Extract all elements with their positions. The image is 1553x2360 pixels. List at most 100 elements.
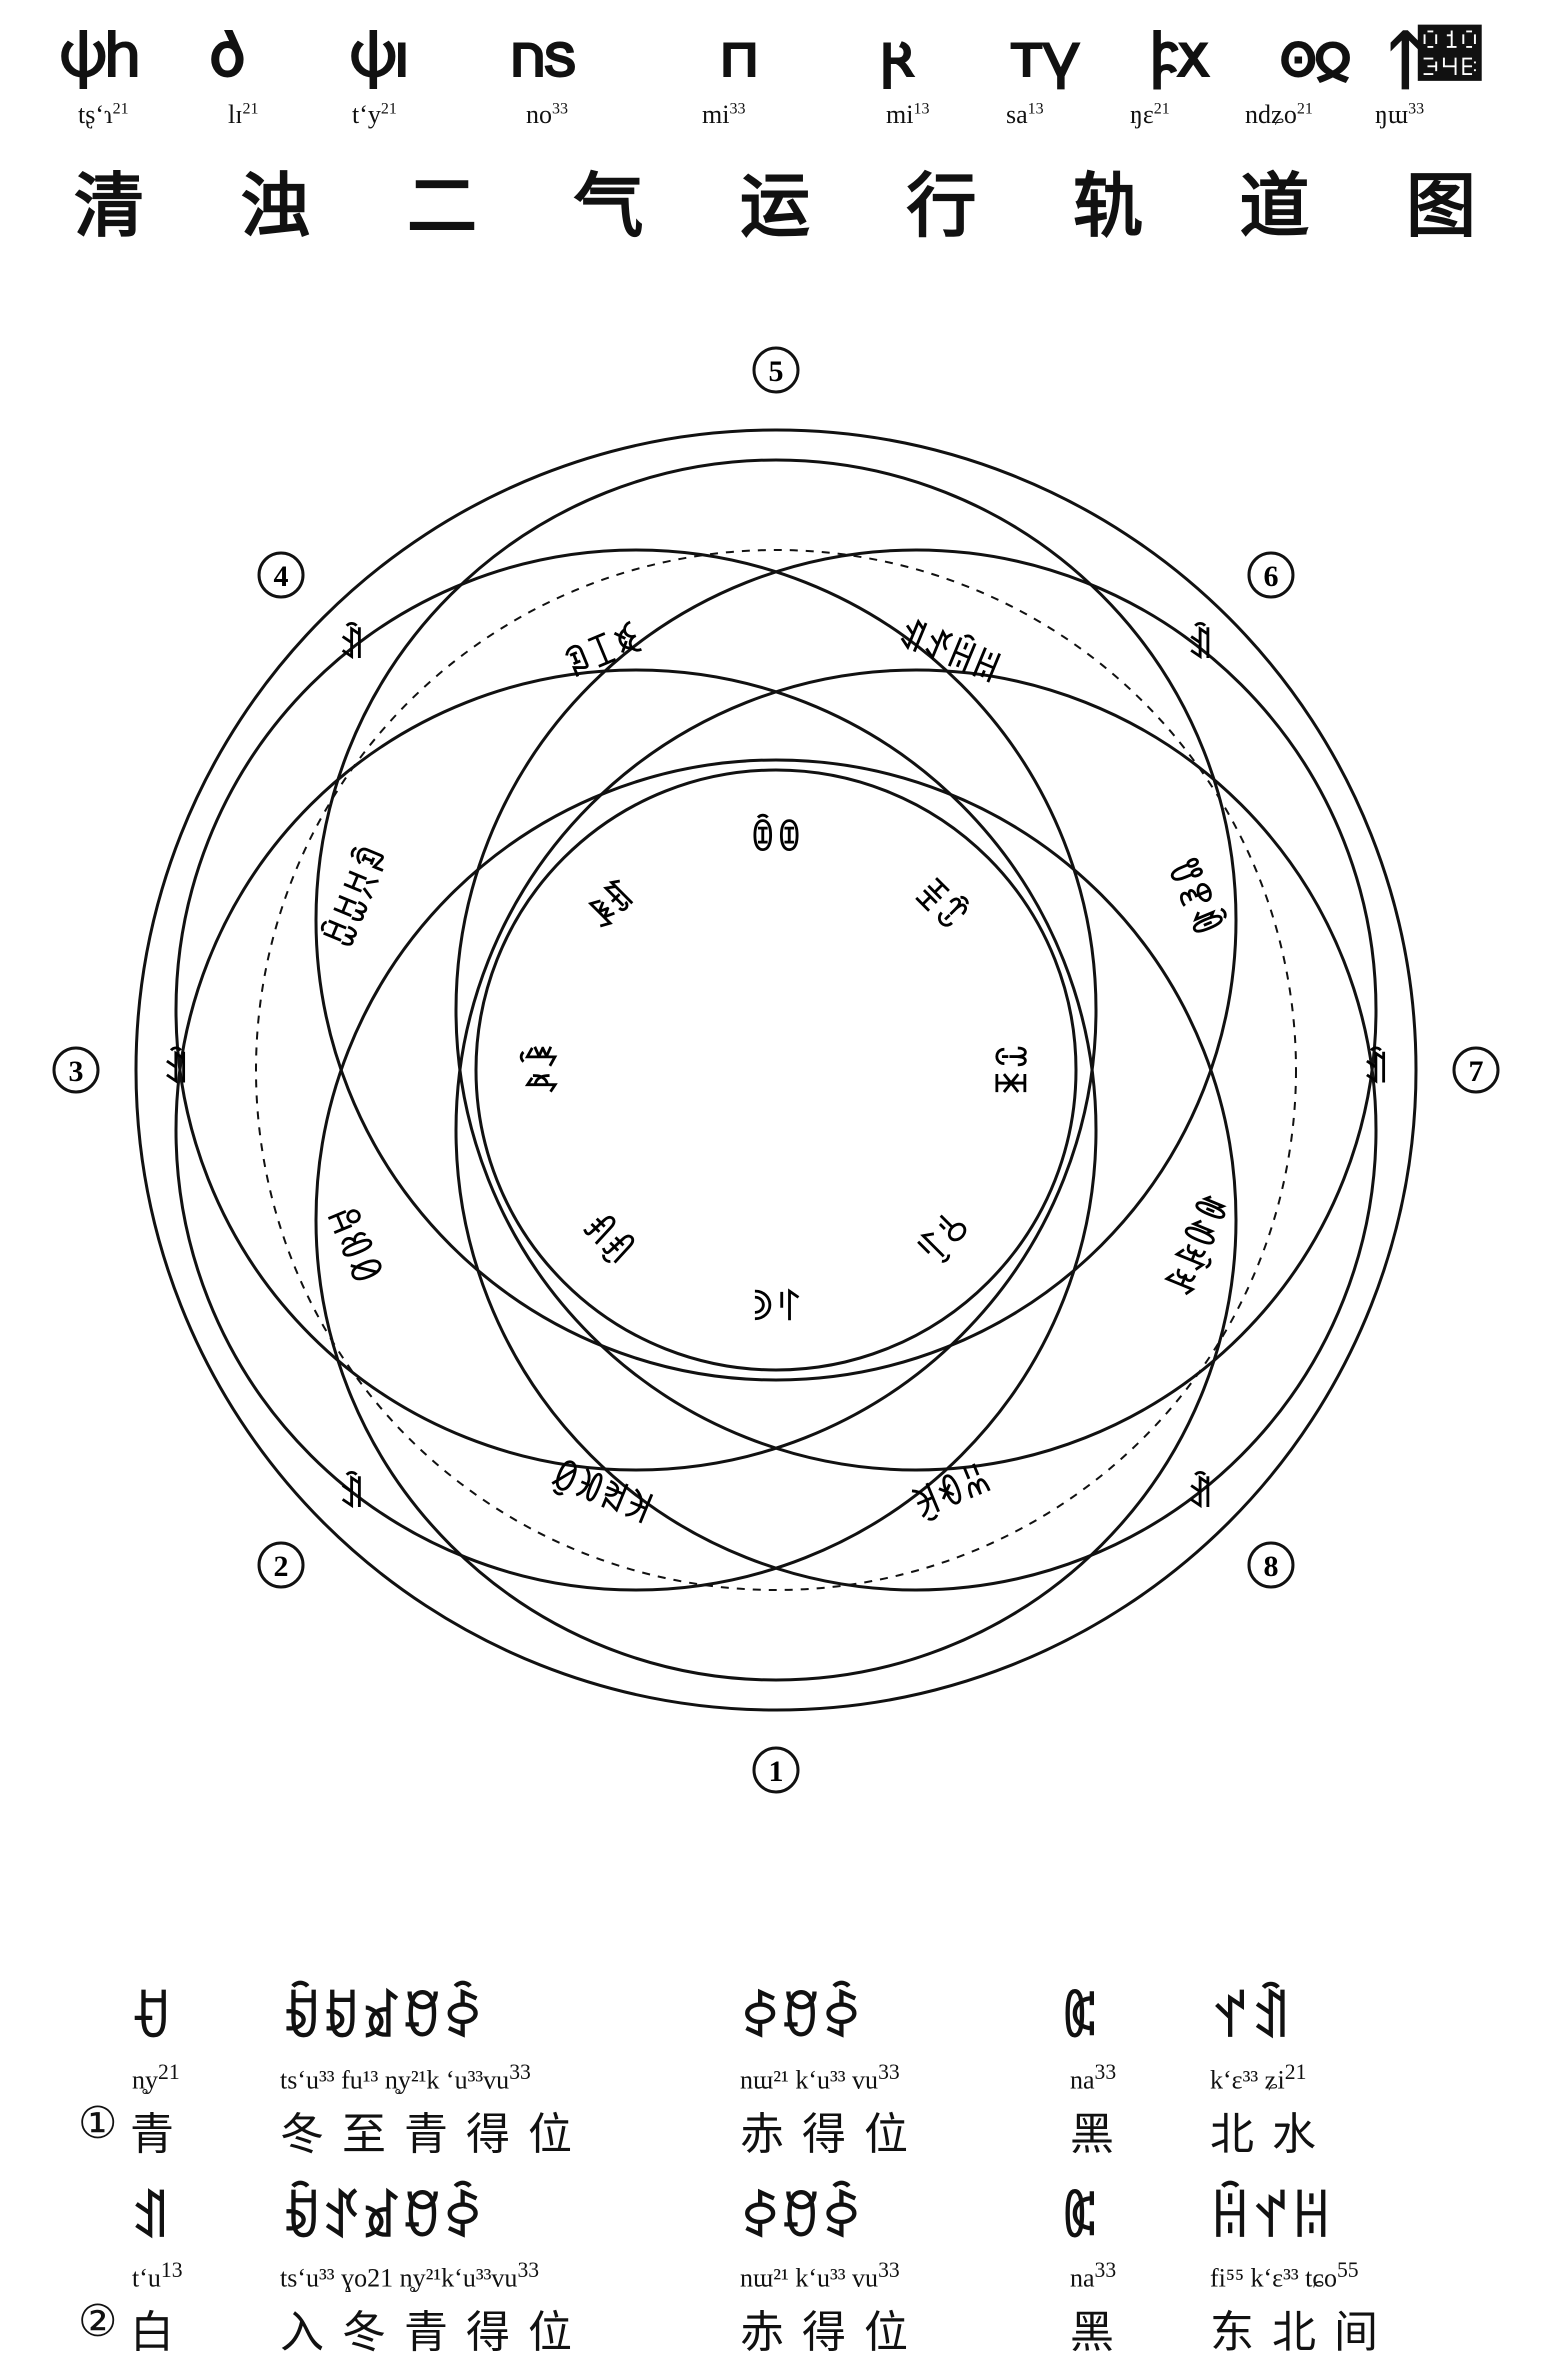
phonetic: ŋɛ21 [1130, 100, 1170, 129]
legend-romanization: tsʻu³³ fu¹³ n̥y²¹k ʻu³³vu33 [280, 2060, 531, 2095]
yi-title-row: 𐌸𐌷 𐌳 𐌸𐌹 𐌿𐍃 𐍀 𐍂 𐍄𐍅 𐍆𐍇 𐍈𐍉 𐍊𐍋 [60, 18, 1500, 108]
title-char: 轨 [1073, 165, 1143, 247]
node-number: 2 [274, 1550, 289, 1583]
orbit-circle [174, 668, 1098, 1592]
legend-chinese: 青 [130, 2109, 192, 2160]
outer-mark: ꀉ [338, 622, 365, 667]
yi-glyph: 𐍊𐍋 [1390, 18, 1481, 91]
title-char: 清 [74, 165, 144, 247]
phonetic: ndʑo21 [1245, 100, 1313, 129]
legend-chinese: 白 [130, 2307, 192, 2358]
legend-yi: ꀁꀋꀃꀄꀅ [280, 2189, 484, 2249]
legend-chinese: 东北间 [1210, 2307, 1396, 2358]
title-char: 道 [1239, 165, 1310, 247]
legend-romanization: nɯ²¹ kʻu³³ vu33 [740, 2258, 900, 2293]
yi-glyph: 𐍆𐍇 [1150, 18, 1210, 91]
node-marker-7: 7 [1452, 1046, 1500, 1094]
yi-glyph: 𐍄𐍅 [1010, 18, 1081, 91]
ring-label: ꀑꀒꀓꀔ [1154, 1186, 1237, 1302]
node-marker-1: 1 [752, 1746, 800, 1794]
dashed-circle [255, 549, 1297, 1591]
legend-chinese: 入冬青得位 [280, 2307, 590, 2358]
outer-mark: ꀉ [338, 1470, 365, 1515]
ring-label: ꀣꀤꀥ [559, 619, 648, 687]
orbit-circle [454, 548, 1378, 1472]
ring-label: ꀟꀠꀡꀢ [315, 838, 398, 954]
title-char: 行 [906, 165, 977, 247]
legend-chinese: 黑 [1070, 2307, 1132, 2358]
legend-number: ② [78, 2296, 118, 2347]
outer-mark: ꀉ [163, 1046, 190, 1091]
ring-label: ꀎꀏꀐ [1159, 851, 1232, 942]
phonetic: no33 [526, 100, 568, 129]
yi-glyph: 𐌸𐌷 [60, 18, 141, 91]
phonetic: sa13 [1006, 100, 1044, 129]
yi-glyph: 𐍀 [720, 18, 759, 91]
node-marker-3: 3 [52, 1046, 100, 1094]
legend-romanization: na33 [1070, 2060, 1117, 2095]
outer-circle [134, 428, 1418, 1712]
legend-romanization: fi⁵⁵ kʻɛ³³ tɕo55 [1210, 2258, 1359, 2293]
title-char: 图 [1406, 165, 1476, 247]
legend-chinese: 赤得位 [740, 2307, 926, 2358]
node-marker-4: 4 [257, 551, 305, 599]
phonetic: tʻy21 [352, 100, 397, 129]
legend-chinese: 赤得位 [740, 2109, 926, 2160]
inner-circle [474, 768, 1078, 1372]
node-number: 5 [769, 355, 784, 388]
orbit-circle [174, 548, 1098, 1472]
node-marker-2: 2 [257, 1541, 305, 1589]
legend-yi: ꀈꀉ [1210, 1989, 1292, 2049]
phonetic: mi13 [886, 100, 930, 129]
yi-glyph: 𐌳 [210, 18, 245, 91]
phonetic: ŋɯ33 [1375, 100, 1425, 129]
inner-label: ꀮꀯ [749, 1281, 802, 1321]
legend-chinese: 冬至青得位 [280, 2109, 590, 2160]
legend-romanization: na33 [1070, 2258, 1117, 2293]
legend-yi: ꀆꀄꀅ [740, 1989, 862, 2049]
node-number: 6 [1263, 560, 1278, 593]
orbit-circle [314, 758, 1238, 1682]
ring-label: ꀘꀙꀚꀛ [544, 1448, 660, 1531]
node-number: 8 [1263, 1550, 1278, 1583]
legend-yi: ꀇ [1060, 1989, 1101, 2049]
legend-yi: ꀇ [1060, 2189, 1101, 2249]
node-number: 7 [1469, 1055, 1484, 1088]
phonetic: lɪ21 [228, 100, 259, 129]
legend-romanization: n̥y21 [132, 2060, 180, 2095]
legend-chinese: 黑 [1070, 2109, 1132, 2160]
title-char: 气 [573, 165, 644, 247]
node-number: 3 [69, 1055, 84, 1088]
title-char: 运 [740, 165, 810, 247]
orbit-circle [314, 458, 1238, 1382]
legend-yi: ꀌꀈꀍ [1210, 2189, 1332, 2249]
legend-number: ① [78, 2098, 118, 2149]
orbit-circle [454, 668, 1378, 1592]
legend-yi: ꀁꀂꀃꀄꀅ [280, 1989, 484, 2049]
legend-chinese: 北水 [1210, 2109, 1334, 2160]
phonetic: tʂʻɿ21 [78, 100, 129, 129]
legend-romanization: nɯ²¹ kʻu³³ vu33 [740, 2060, 900, 2095]
node-number: 4 [274, 560, 289, 593]
outer-mark: ꀉ [1187, 622, 1214, 667]
inner-label: ꀨꀩ [906, 869, 976, 939]
inner-label: ꀲꀳ [519, 1043, 565, 1096]
node-marker-8: 8 [1247, 1541, 1295, 1589]
outer-mark: ꀉ [1363, 1046, 1390, 1091]
yi-glyph: 𐍈𐍉 [1280, 18, 1351, 91]
inner-label: ꀬꀭ [906, 1200, 976, 1270]
ring-label: ꀊꀋꀌꀍ [892, 609, 1008, 692]
legend-yi: ꀊ [130, 2189, 171, 2249]
node-marker-5: 5 [752, 346, 800, 394]
yi-glyph: 𐍂 [880, 18, 914, 91]
phonetic: mi33 [702, 100, 746, 129]
legend-yi: ꀀ [130, 1989, 171, 2049]
ring-label: ꀜꀝꀞ [326, 1198, 393, 1287]
inner-label: ꀴꀵ [579, 873, 646, 940]
inner-label: ꀰꀱ [575, 1200, 645, 1270]
inner-label: ꀪꀫ [987, 1043, 1027, 1096]
node-number: 1 [769, 1755, 784, 1788]
page-title: 清 浊 二 气 运 行 轨 道 图 [70, 150, 1480, 251]
yi-glyph: 𐌿𐍃 [510, 18, 576, 91]
